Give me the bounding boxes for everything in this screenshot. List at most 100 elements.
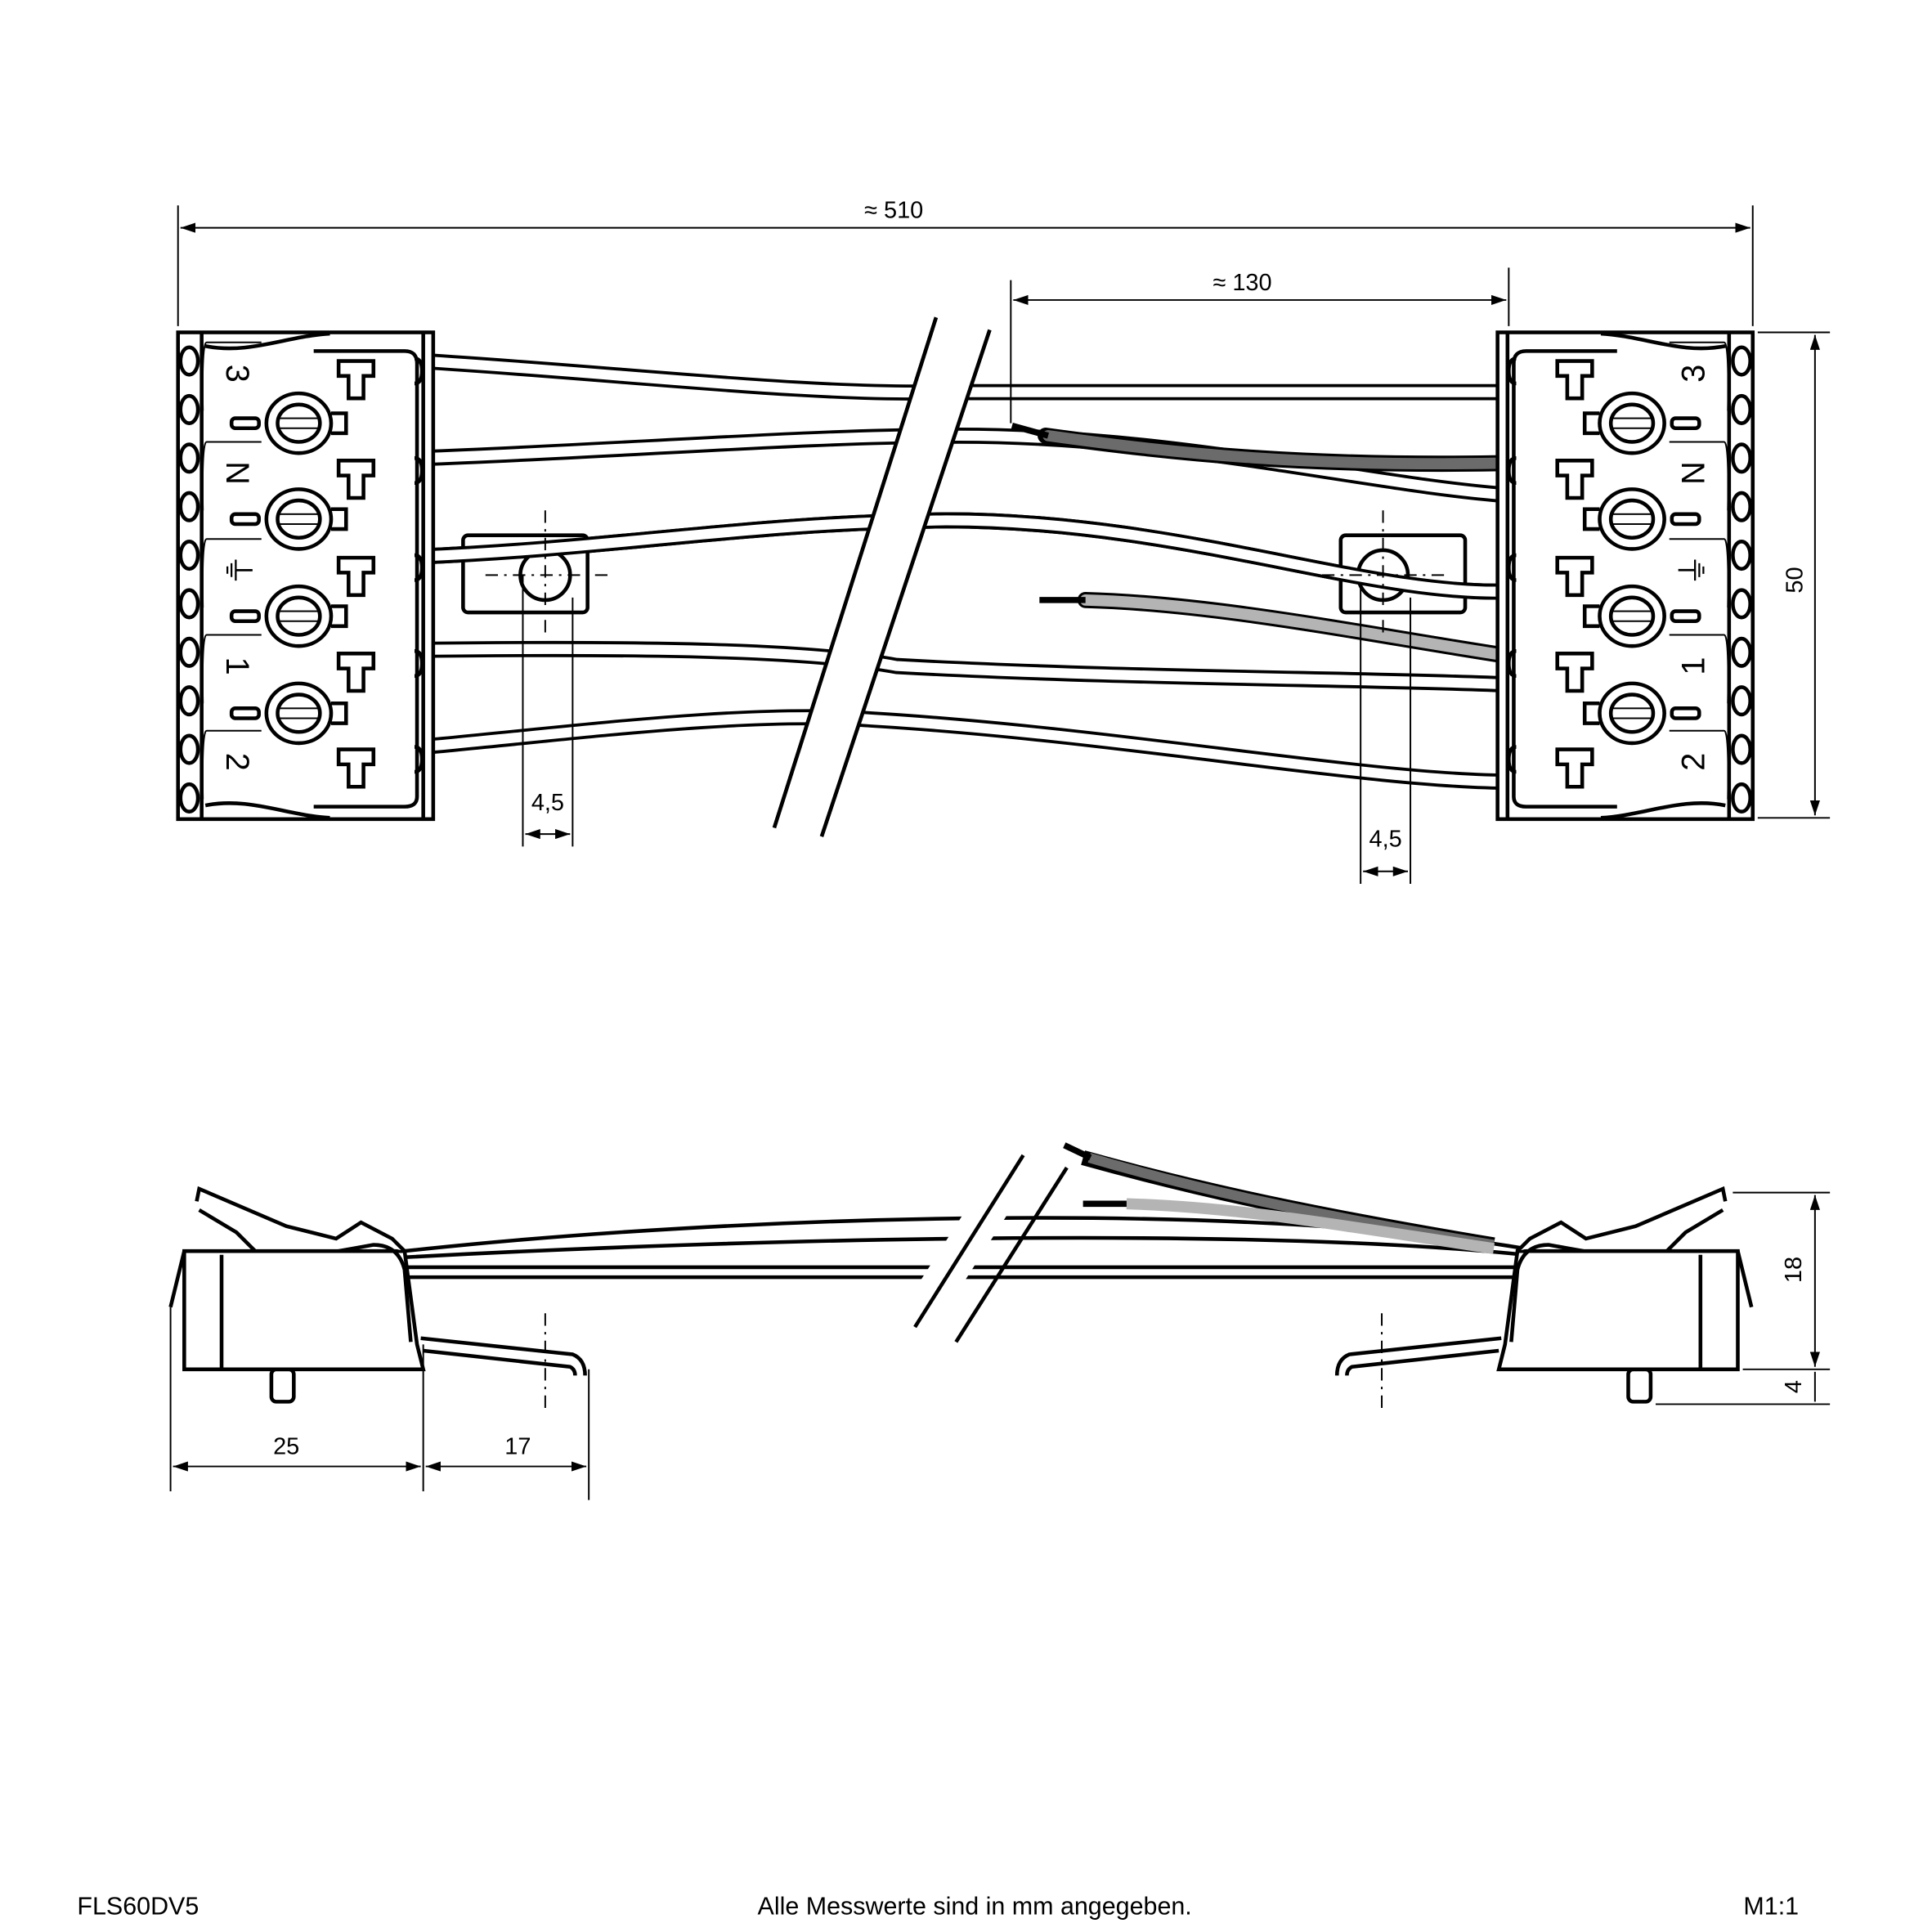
measurement-note: Alle Messwerte sind in mm angegeben. [758, 1893, 1192, 1921]
release-button [264, 391, 334, 455]
rib [1731, 540, 1752, 572]
terminal-slot [1669, 634, 1729, 704]
housing-curve [1600, 331, 1726, 351]
test-socket [229, 512, 261, 527]
break-line [954, 1166, 1069, 1343]
connector-right [1495, 330, 1755, 822]
housing-curve [204, 801, 330, 820]
lever-detail [1509, 1243, 1585, 1343]
wire-entry [1507, 356, 1517, 386]
t-slot [1555, 555, 1594, 598]
dimension-overall-length: ≈ 510 [177, 197, 1754, 326]
locating-pin [1626, 1367, 1653, 1404]
dimension-hole-left: 4,5 [522, 575, 574, 847]
wire-core [415, 430, 1517, 501]
terminal-label: 1 [219, 657, 255, 675]
side-view: 25 17 18 4 [168, 1142, 1831, 1500]
scale-label: M1:1 [1743, 1893, 1799, 1921]
release-button [1598, 391, 1666, 455]
wire-tip [1063, 1142, 1092, 1161]
break-gap [774, 317, 990, 837]
tail-wire-light-grey [1126, 1198, 1495, 1254]
terminal-label: ⏚ [219, 554, 255, 587]
release-button [1598, 584, 1666, 648]
test-socket [229, 609, 261, 624]
wire-entry [1507, 553, 1517, 582]
dimension-label: 4,5 [1369, 826, 1402, 852]
housing-curve [1600, 801, 1726, 820]
terminal-label: 3 [1675, 365, 1711, 383]
terminal-label: 2 [1675, 753, 1711, 771]
release-slot [1610, 610, 1654, 622]
t-slot [336, 747, 376, 789]
dimension-height: 50 [1757, 331, 1831, 819]
side-housing [182, 1248, 426, 1372]
wire-entry [414, 745, 424, 774]
t-slot [336, 555, 376, 598]
release-button [1598, 681, 1666, 746]
rib [178, 636, 200, 668]
top-view: 3N⏚12 3N⏚12 ≈ 510 ≈ 130 50 4,5 [176, 197, 1831, 885]
connector-side-left [168, 1186, 587, 1404]
side-edge [168, 1250, 186, 1308]
rib [178, 540, 200, 572]
dimension-label: 50 [1782, 567, 1809, 593]
dimension-label: ≈ 510 [864, 197, 923, 223]
dimension-label: 25 [273, 1433, 299, 1459]
wire-entry [414, 356, 424, 386]
wire-entry [1507, 745, 1517, 774]
rib [1731, 491, 1752, 522]
dimension-label: 17 [504, 1433, 531, 1459]
test-socket [229, 706, 261, 720]
wire-entry [414, 649, 424, 679]
terminal-labels-right: 3N⏚12 [1675, 365, 1711, 771]
lever-detail [1665, 1208, 1724, 1253]
mounting-bracket [423, 1348, 577, 1376]
latch [1582, 701, 1600, 725]
rib [178, 442, 200, 474]
wire-core [415, 515, 1517, 597]
release-slot [276, 513, 321, 525]
terminal-labels-left: 3N⏚12 [219, 365, 255, 771]
rib [178, 782, 200, 814]
wire-core [415, 356, 1517, 398]
wire-bundle-front [412, 316, 1521, 837]
tail-wire-dark-grey [1042, 430, 1515, 470]
latch [330, 701, 348, 725]
release-lever [1516, 1186, 1728, 1253]
rib [178, 685, 200, 717]
rib [1731, 636, 1752, 668]
test-socket [1670, 512, 1701, 527]
release-slot [276, 610, 321, 622]
rib [1731, 442, 1752, 474]
wire-core [415, 712, 1517, 787]
release-slot [1610, 417, 1654, 429]
wire-core [415, 643, 1517, 690]
side-edge [1736, 1250, 1754, 1308]
terminal-slot [1669, 341, 1729, 411]
test-socket [1670, 416, 1701, 431]
rib [1731, 782, 1752, 814]
wire-entry [414, 456, 424, 486]
t-slot [336, 459, 376, 500]
wire-tip [1011, 423, 1050, 439]
terminal-slot [201, 538, 262, 608]
t-slot [1555, 459, 1594, 500]
tail-wire-light-grey [1079, 594, 1515, 662]
dimension-label: 4 [1781, 1380, 1807, 1393]
mounting-bracket [1334, 1336, 1502, 1376]
rib [178, 345, 200, 377]
dimension-tail-length: ≈ 130 [1010, 267, 1510, 424]
release-lever [195, 1186, 406, 1253]
release-button [264, 487, 334, 551]
housing-curve [204, 331, 330, 351]
rib [1731, 588, 1752, 620]
terminal-label: N [1675, 461, 1711, 485]
mounting-bracket [1345, 1348, 1499, 1376]
dimension-connector-length: 25 [169, 1307, 424, 1492]
lever-detail [198, 1208, 257, 1253]
latch [330, 411, 348, 436]
wire-entry [414, 553, 424, 582]
